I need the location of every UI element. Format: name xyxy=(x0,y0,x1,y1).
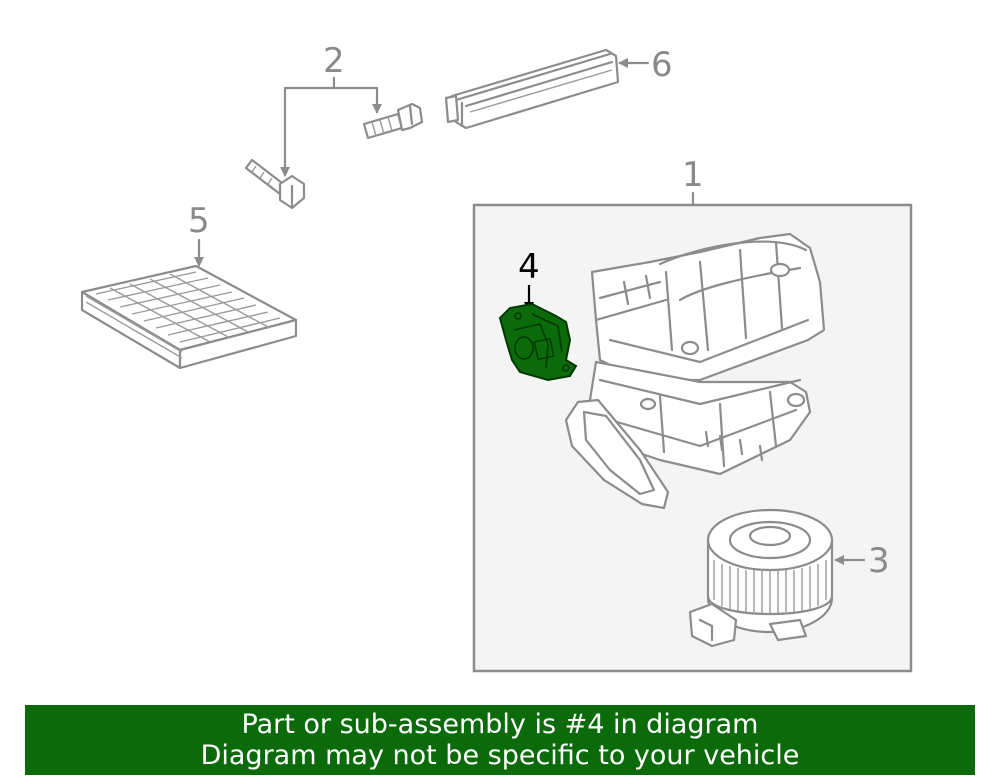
part-1-hvac-case xyxy=(564,232,826,510)
callout-2: 2 xyxy=(323,41,345,81)
part-2-bolt-upper xyxy=(362,102,424,140)
callout-2-leader-b xyxy=(332,86,382,114)
callout-1: 1 xyxy=(682,155,704,195)
part-4-actuator-body xyxy=(498,302,578,382)
callout-5: 5 xyxy=(188,201,210,241)
callout-2-leader xyxy=(280,76,336,177)
callout-4: 4 xyxy=(518,247,540,287)
part-3-blower-motor xyxy=(688,508,834,648)
banner-line-1: Part or sub-assembly is #4 in diagram xyxy=(241,709,759,740)
info-banner: Part or sub-assembly is #4 in diagram Di… xyxy=(25,705,975,775)
callout-6: 6 xyxy=(651,45,673,85)
part-6-duct-bar xyxy=(444,48,620,130)
part-5-cabin-filter xyxy=(80,264,298,370)
part-2-bolt-lower xyxy=(244,158,306,210)
callout-3: 3 xyxy=(868,541,890,581)
part-4-actuator-highlight xyxy=(498,302,578,382)
parts-diagram: 1 2 6 5 3 4 xyxy=(80,41,913,673)
banner-line-2: Diagram may not be specific to your vehi… xyxy=(200,740,800,771)
